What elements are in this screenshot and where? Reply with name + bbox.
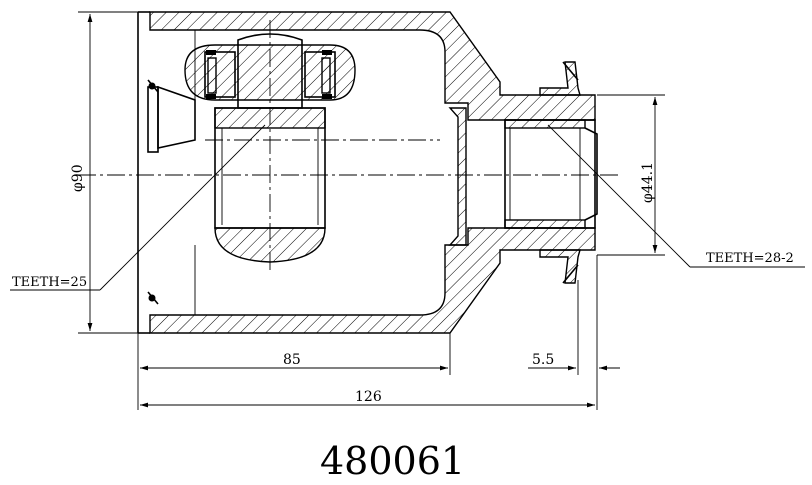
length-126-label: 126 (355, 389, 382, 405)
tripod-assembly (147, 33, 356, 305)
length-5-5-label: 5.5 (532, 352, 554, 368)
teeth-leaders: TEETH=25 TEETH=28-2 (10, 124, 805, 291)
part-number: 480061 (320, 439, 465, 483)
length-85-label: 85 (283, 352, 301, 368)
teeth-right-label: TEETH=28-2 (706, 251, 794, 266)
dim-outer-diameter: φ90 (70, 11, 138, 334)
right-spline-bore (504, 119, 598, 229)
dim-inner-diameter: φ44.1 (597, 94, 665, 256)
inner-diameter-label: φ44.1 (640, 162, 656, 203)
centre-lines (78, 20, 620, 270)
housing-section (137, 11, 596, 334)
dim-length-85: 85 (137, 333, 451, 410)
teeth-left-label: TEETH=25 (12, 275, 87, 290)
dim-length-126: 126 (140, 389, 595, 408)
outer-diameter-label: φ90 (70, 164, 86, 192)
dim-length-5-5: 5.5 (528, 255, 620, 410)
boot-clamps (539, 61, 581, 284)
